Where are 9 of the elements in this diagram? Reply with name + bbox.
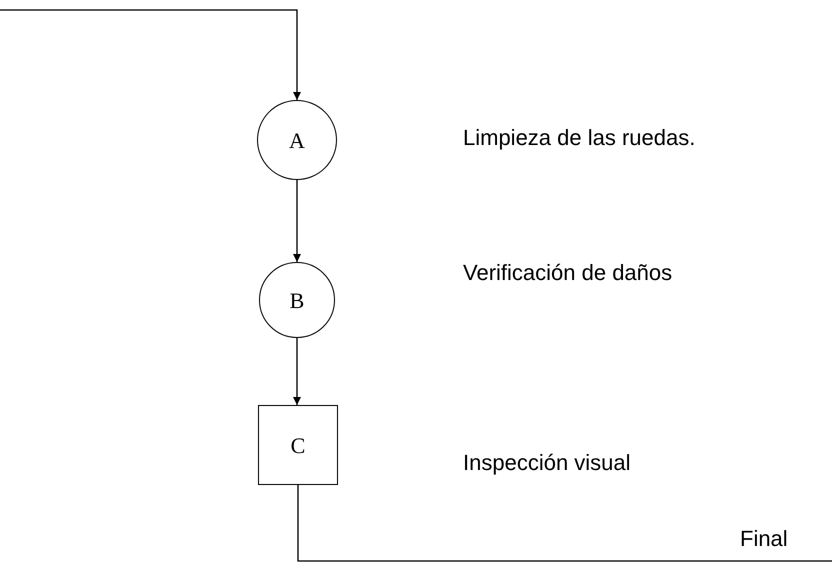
end-label: Final — [736, 522, 832, 561]
arrow — [0, 9, 301, 100]
step-description: Inspección visual — [463, 449, 631, 477]
arrow — [293, 338, 301, 405]
connector-line — [297, 485, 832, 562]
process-box: C — [258, 405, 338, 485]
step-description: Limpieza de las ruedas. — [463, 124, 696, 152]
step-description: Verificación de daños — [463, 259, 672, 287]
arrow — [293, 180, 301, 262]
